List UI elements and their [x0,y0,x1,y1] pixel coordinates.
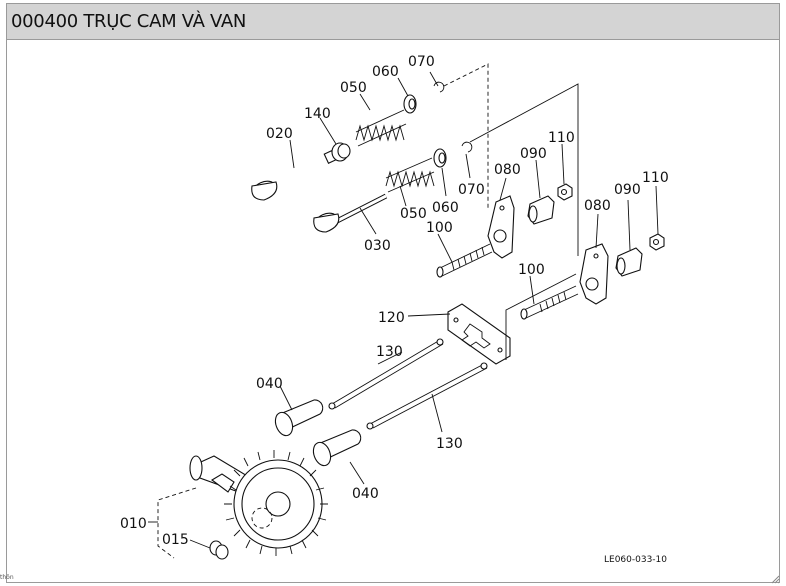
label-090-left: 090 [520,146,547,162]
label-050-lower: 050 [400,206,427,222]
label-100-right: 100 [518,262,545,278]
diagram-code: LE060-033-10 [604,555,667,565]
label-140: 140 [304,106,331,122]
label-120: 120 [378,310,405,326]
pin-015-drawing[interactable] [209,540,229,560]
washer-060-lower-drawing[interactable] [433,148,447,168]
stud-100-left-drawing[interactable] [436,243,493,278]
label-110-right: 110 [642,170,669,186]
valve-030-drawing[interactable] [312,193,388,234]
diagram-frame: 000400 TRỤC CAM VÀ VAN [6,3,780,583]
label-090-right: 090 [614,182,641,198]
label-100-left: 100 [426,220,453,236]
label-070-upper: 070 [408,54,435,70]
clip-070-upper-drawing[interactable] [433,81,445,93]
label-020: 020 [266,126,293,142]
label-015: 015 [162,532,189,548]
label-050-upper: 050 [340,80,367,96]
label-030: 030 [364,238,391,254]
label-130-lower: 130 [436,436,463,452]
spring-050-upper-drawing[interactable] [355,109,407,147]
push-rod-130-upper-drawing[interactable] [328,338,444,410]
label-110-left: 110 [548,130,575,146]
label-040-lower: 040 [352,486,379,502]
spring-050-lower-drawing[interactable] [385,157,435,193]
valve-020-drawing[interactable] [250,150,337,203]
label-080-left: 080 [494,162,521,178]
push-rod-130-lower-drawing[interactable] [366,362,488,430]
footer-note: thôn [0,574,14,581]
nut-110-right-drawing[interactable] [649,233,665,251]
title-bar: 000400 TRỤC CAM VÀ VAN [7,4,779,40]
adjuster-090-left-drawing[interactable] [527,195,555,225]
retainer-140-drawing[interactable] [331,142,351,162]
stud-100-right-drawing[interactable] [520,285,579,320]
label-130-upper: 130 [376,344,403,360]
page-title: 000400 TRỤC CAM VÀ VAN [11,11,247,32]
label-060-upper: 060 [372,64,399,80]
adjuster-090-right-drawing[interactable] [615,247,643,277]
label-060-lower: 060 [432,200,459,216]
camshaft-010-drawing[interactable] [189,450,328,556]
label-070-lower: 070 [458,182,485,198]
label-040-upper: 040 [256,376,283,392]
clip-070-lower-drawing[interactable] [461,141,473,153]
washer-060-upper-drawing[interactable] [403,94,417,114]
resize-grip-icon[interactable] [770,574,780,584]
tappet-040-upper-drawing[interactable] [272,399,324,438]
rocker-arm-080-left-drawing[interactable] [487,195,515,259]
label-010: 010 [120,516,147,532]
guide-plate-120-drawing[interactable] [447,303,511,365]
nut-110-left-drawing[interactable] [557,183,573,201]
tappet-040-lower-drawing[interactable] [310,429,362,468]
rocker-arm-080-right-drawing[interactable] [579,243,609,305]
label-080-right: 080 [584,198,611,214]
